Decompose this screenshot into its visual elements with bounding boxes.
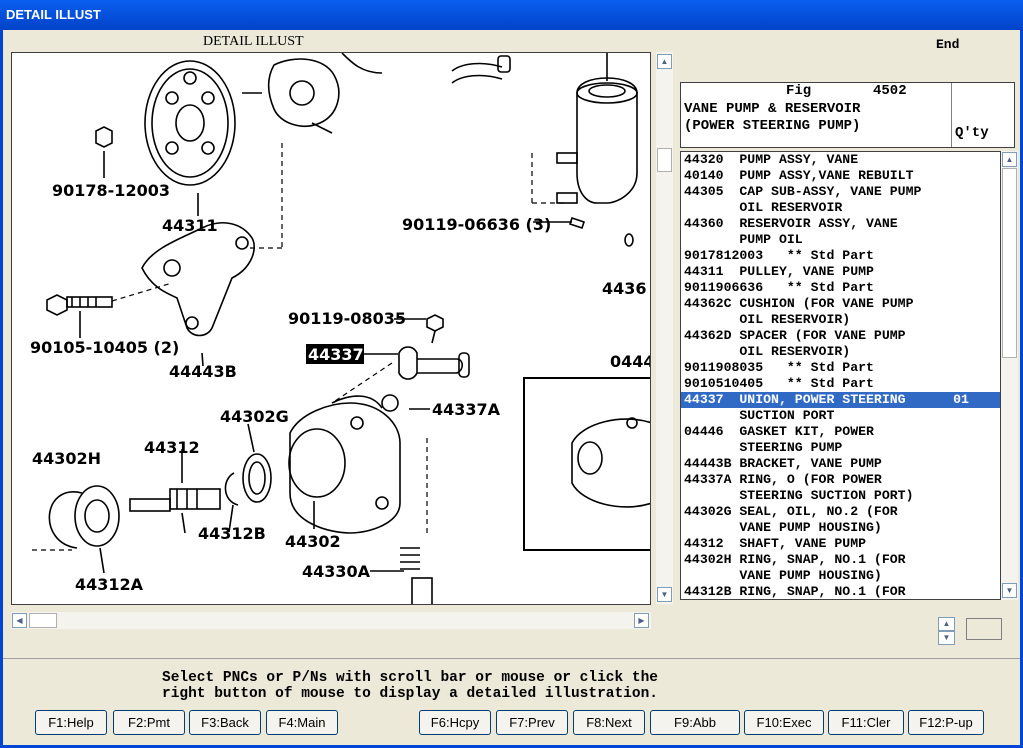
scroll-down-arrow-icon[interactable]: ▼ <box>657 587 672 602</box>
list-item[interactable]: STEERING PUMP <box>684 440 843 455</box>
window-frame <box>0 30 1023 748</box>
list-item[interactable]: OIL RESERVOIR) <box>684 312 851 327</box>
list-item[interactable]: STEERING SUCTION PORT) <box>684 488 914 503</box>
f7-prev-button[interactable]: F7:Prev <box>496 710 568 735</box>
scroll-up-arrow-icon[interactable]: ▲ <box>657 54 672 69</box>
list-item[interactable]: 44320 PUMP ASSY, VANE <box>684 152 859 167</box>
scroll-right-arrow-icon[interactable]: ▶ <box>634 613 649 628</box>
f11-cler-button[interactable]: F11:Cler <box>828 710 904 735</box>
f3-back-button[interactable]: F3:Back <box>189 710 261 735</box>
list-item[interactable]: 44302H RING, SNAP, NO.1 (FOR <box>684 552 906 567</box>
illustration-canvas[interactable]: 90178-12003 44311 90105-10405 (2) 44443B… <box>11 52 651 605</box>
f6-hcpy-button[interactable]: F6:Hcpy <box>419 710 491 735</box>
list-item[interactable]: 40140 PUMP ASSY,VANE REBUILT <box>684 168 914 183</box>
callout-0444x[interactable]: 0444 <box>610 352 651 371</box>
callout-90178-12003[interactable]: 90178-12003 <box>52 181 170 200</box>
illust-vscroll-thumb[interactable] <box>657 148 672 172</box>
list-item[interactable]: 9017812003 ** Std Part <box>684 248 874 263</box>
highlight-44337 <box>306 344 364 364</box>
list-item[interactable]: 44312B RING, SNAP, NO.1 (FOR <box>684 584 906 599</box>
list-item[interactable]: SUCTION PORT <box>684 408 835 423</box>
spin-up-icon[interactable]: ▲ <box>938 617 955 631</box>
list-item[interactable]: VANE PUMP HOUSING) <box>684 520 882 535</box>
f1-help-button[interactable]: F1:Help <box>35 710 107 735</box>
list-item[interactable]: PUMP OIL <box>684 232 803 247</box>
list-item[interactable]: 44443B BRACKET, VANE PUMP <box>684 456 882 471</box>
fig-number: 4502 <box>873 83 907 99</box>
spin-down-icon[interactable]: ▼ <box>938 631 955 645</box>
list-item[interactable]: 9011908035 ** Std Part <box>684 360 874 375</box>
figure-header: Fig 4502 VANE PUMP & RESERVOIR (POWER ST… <box>680 82 1015 148</box>
list-item[interactable]: OIL RESERVOIR) <box>684 344 851 359</box>
callout-44330a[interactable]: 44330A <box>302 562 371 581</box>
callout-90119-06636[interactable]: 90119-06636 (3) <box>402 215 551 234</box>
callout-44337a[interactable]: 44337A <box>432 400 501 419</box>
illust-title: DETAIL ILLUST <box>203 34 304 49</box>
list-scroll-up-arrow-icon[interactable]: ▲ <box>1002 152 1017 167</box>
qty-column: Q'ty <box>951 83 1016 147</box>
list-item[interactable]: OIL RESERVOIR <box>684 200 843 215</box>
callout-44443b[interactable]: 44443B <box>169 362 237 381</box>
list-item[interactable]: 9010510405 ** Std Part <box>684 376 874 391</box>
f2-pmt-button[interactable]: F2:Pmt <box>113 710 185 735</box>
callout-44302[interactable]: 44302 <box>285 532 341 551</box>
parts-list-scrollbar[interactable]: ▲ ▼ <box>1001 151 1018 600</box>
list-item[interactable]: 9011906636 ** Std Part <box>684 280 874 295</box>
list-scroll-thumb[interactable] <box>1002 168 1017 358</box>
callout-44311[interactable]: 44311 <box>162 216 218 235</box>
list-item[interactable]: 44360 RESERVOIR ASSY, VANE <box>684 216 898 231</box>
f9-abb-button[interactable]: F9:Abb <box>650 710 740 735</box>
status-line-1: Select PNCs or P/Ns with scroll bar or m… <box>162 670 658 686</box>
callout-44302h[interactable]: 44302H <box>32 449 101 468</box>
window-title: DETAIL ILLUST <box>0 0 1023 30</box>
fig-label: Fig <box>786 83 812 99</box>
fig-title-line2: (POWER STEERING PUMP) <box>684 118 861 134</box>
status-message: Select PNCs or P/Ns with scroll bar or m… <box>162 670 658 702</box>
list-item[interactable]: 44337 UNION, POWER STEERING 01 <box>681 392 1000 408</box>
callout-44312b[interactable]: 44312B <box>198 524 266 543</box>
callout-44302g[interactable]: 44302G <box>220 407 289 426</box>
illust-vertical-scrollbar[interactable]: ▲ ▼ <box>656 52 673 604</box>
f8-next-button[interactable]: F8:Next <box>573 710 645 735</box>
page-input[interactable] <box>966 618 1002 640</box>
illust-horizontal-scrollbar[interactable]: ◀ ▶ <box>11 612 651 629</box>
qty-header: Q'ty <box>955 125 989 141</box>
callout-44312a[interactable]: 44312A <box>75 575 144 594</box>
page-spinner[interactable]: ▲ ▼ <box>938 617 955 645</box>
callout-4436x[interactable]: 4436 <box>602 279 647 298</box>
end-label: End <box>936 37 960 52</box>
illust-hscroll-thumb[interactable] <box>29 613 57 628</box>
f4-main-button[interactable]: F4:Main <box>266 710 338 735</box>
list-item[interactable]: 44362C CUSHION (FOR VANE PUMP <box>684 296 914 311</box>
list-item[interactable]: 44362D SPACER (FOR VANE PUMP <box>684 328 906 343</box>
list-item[interactable]: VANE PUMP HOUSING) <box>684 568 882 583</box>
list-item[interactable]: 44311 PULLEY, VANE PUMP <box>684 264 874 279</box>
list-item[interactable]: 44312 SHAFT, VANE PUMP <box>684 536 867 551</box>
scroll-left-arrow-icon[interactable]: ◀ <box>12 613 27 628</box>
callout-90119-08035[interactable]: 90119-08035 <box>288 309 406 328</box>
callout-44312[interactable]: 44312 <box>144 438 200 457</box>
separator <box>3 658 1020 659</box>
status-line-2: right button of mouse to display a detai… <box>162 686 658 702</box>
list-item[interactable]: 04446 GASKET KIT, POWER <box>684 424 874 439</box>
list-item[interactable]: 44305 CAP SUB-ASSY, VANE PUMP <box>684 184 922 199</box>
f10-exec-button[interactable]: F10:Exec <box>744 710 824 735</box>
fig-title-line1: VANE PUMP & RESERVOIR <box>684 101 861 117</box>
callout-44337[interactable]: 44337 <box>308 345 364 364</box>
list-scroll-down-arrow-icon[interactable]: ▼ <box>1002 583 1017 598</box>
callout-90105-10405[interactable]: 90105-10405 (2) <box>30 338 179 357</box>
list-item[interactable]: 44302G SEAL, OIL, NO.2 (FOR <box>684 504 898 519</box>
f12-pup-button[interactable]: F12:P-up <box>908 710 984 735</box>
list-item[interactable]: 44337A RING, O (FOR POWER <box>684 472 882 487</box>
exploded-diagram: 90178-12003 44311 90105-10405 (2) 44443B… <box>30 53 651 604</box>
